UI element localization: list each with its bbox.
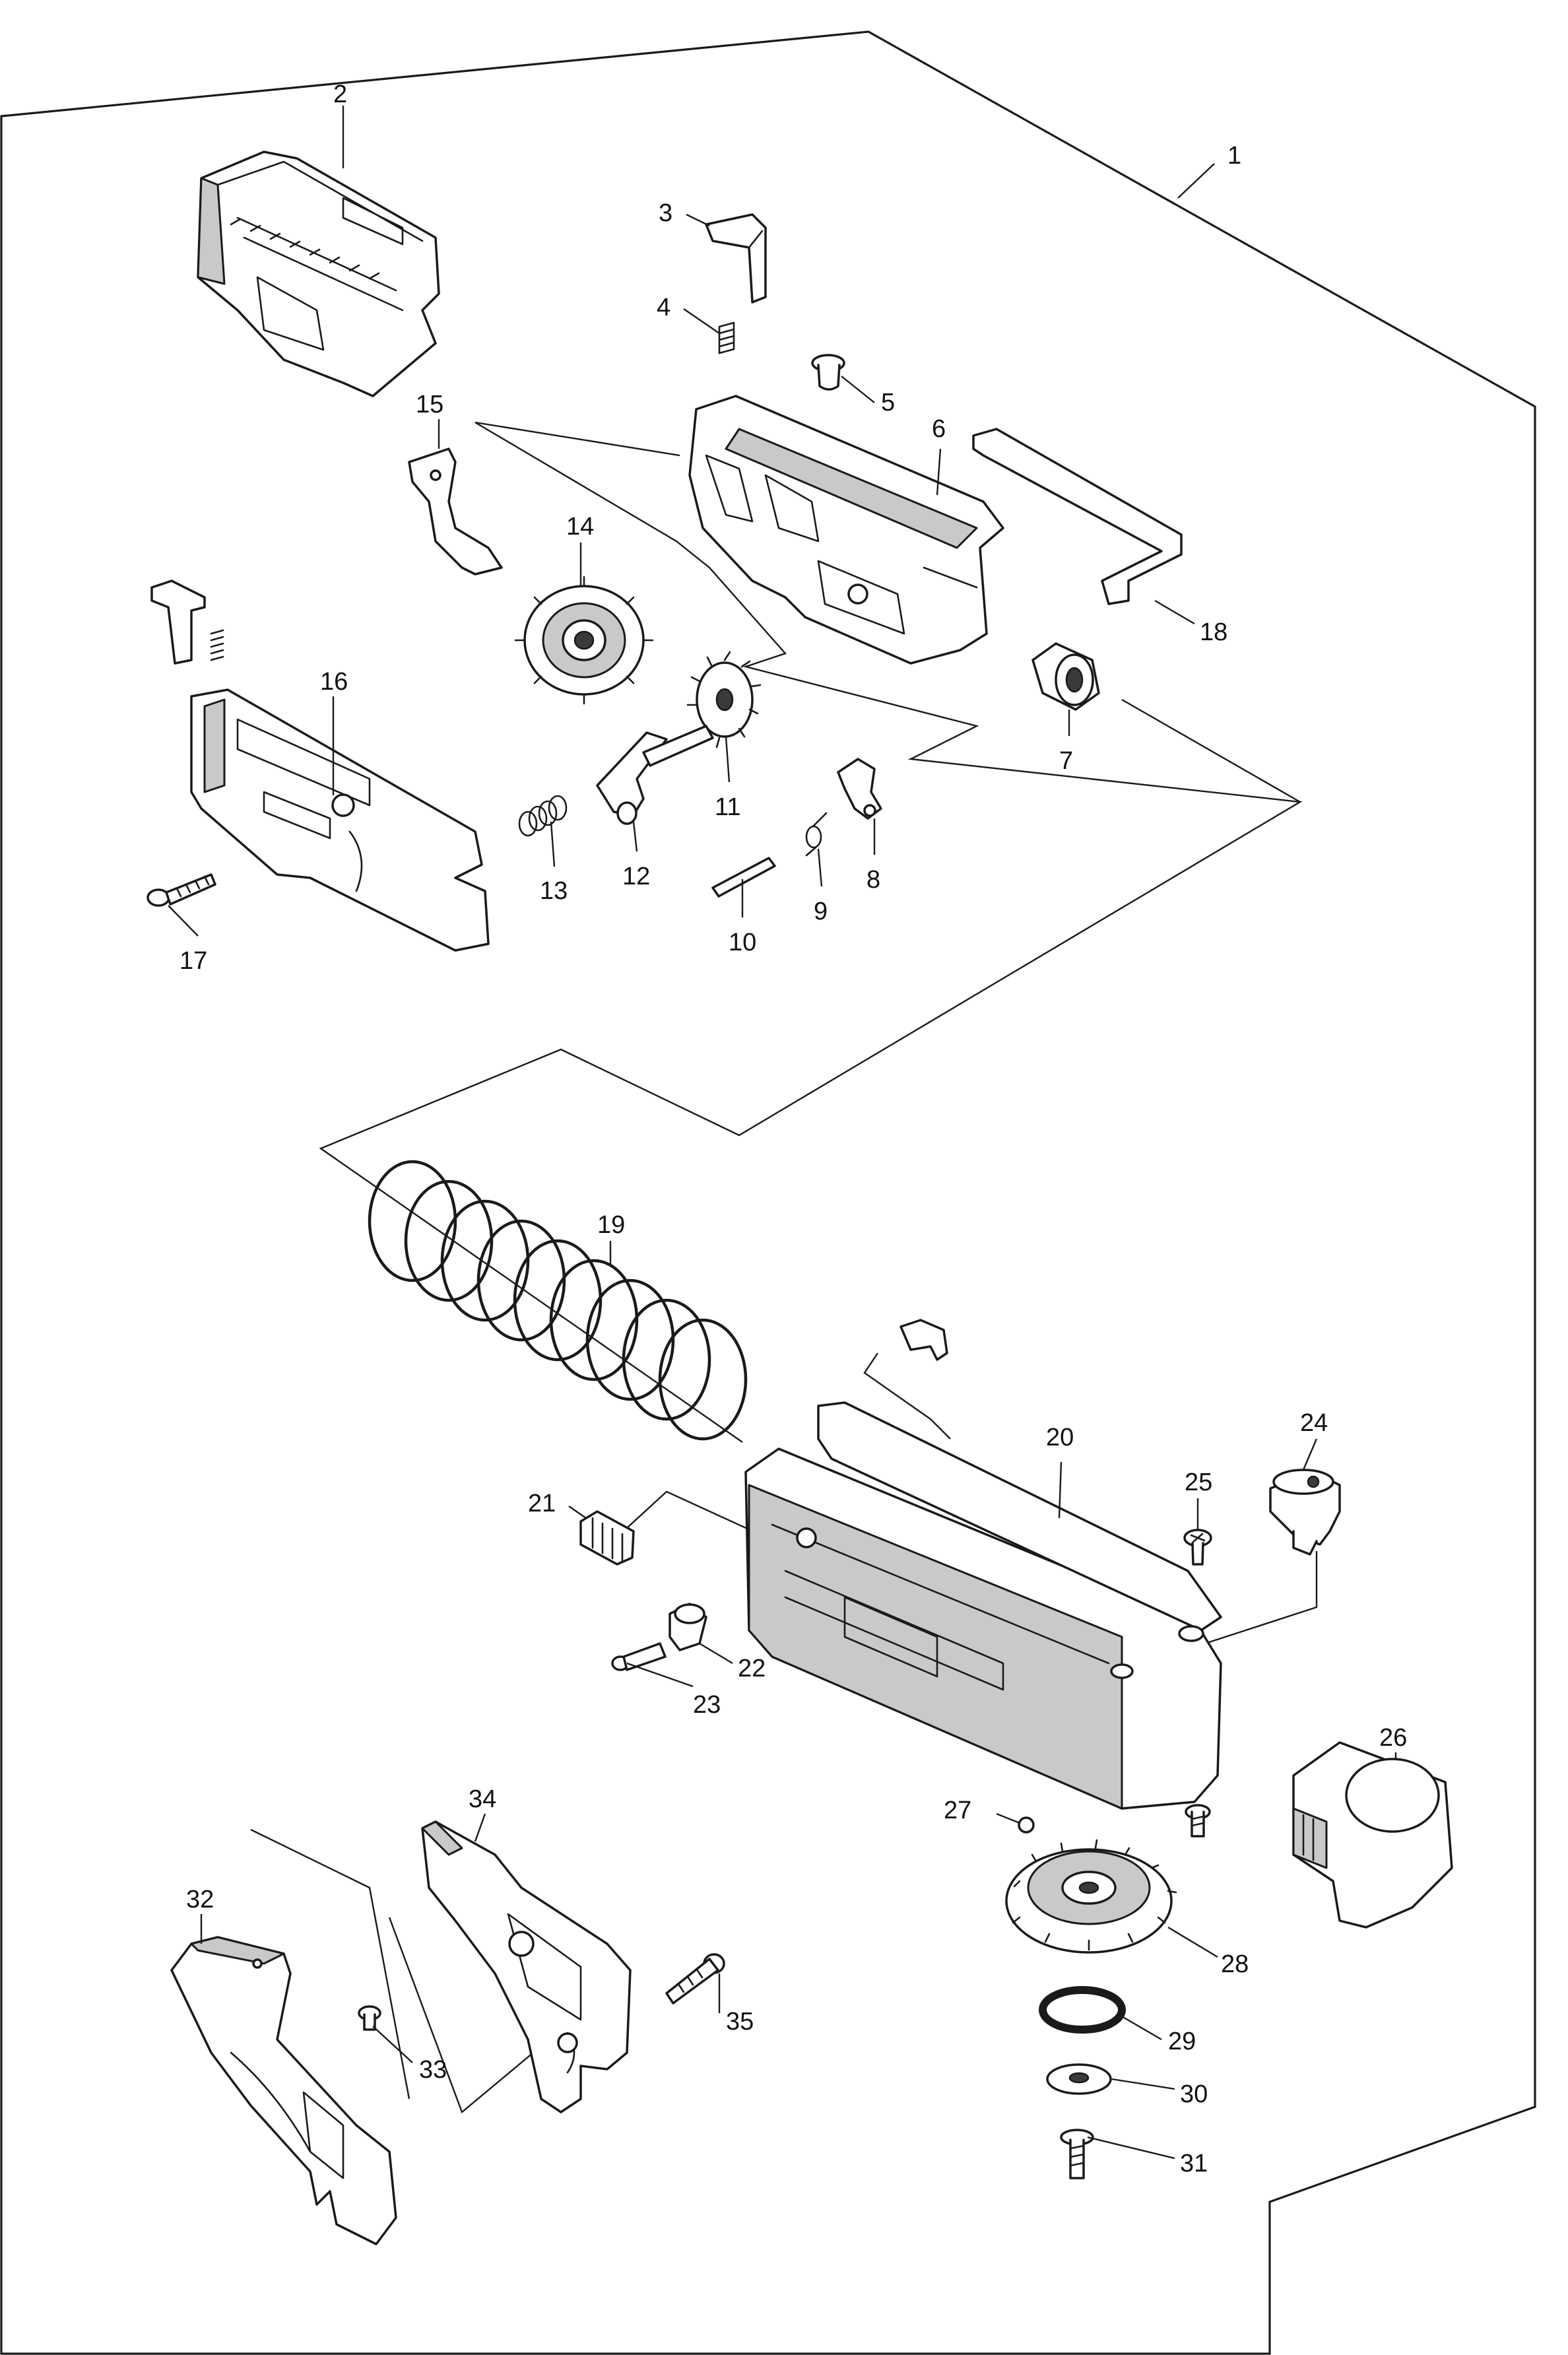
housing-part bbox=[688, 395, 1004, 665]
part-number-label: 13 bbox=[540, 877, 568, 905]
leader-lines bbox=[168, 106, 1397, 2160]
collar-part bbox=[669, 1603, 707, 1651]
rubber-cap-part bbox=[811, 354, 845, 391]
case-clip-part bbox=[899, 1319, 948, 1361]
side-screw-part bbox=[147, 873, 216, 907]
upper-cover-part bbox=[197, 150, 440, 397]
part-number-label: 4 bbox=[657, 294, 670, 321]
upper-group-outline bbox=[319, 421, 1303, 1443]
part-number-label: 2 bbox=[333, 81, 347, 108]
case-part bbox=[744, 1401, 1222, 1810]
part-number-label: 15 bbox=[416, 391, 443, 418]
pin-part bbox=[711, 857, 776, 898]
feed-wheel-part bbox=[514, 576, 654, 705]
part-number-label: 12 bbox=[622, 863, 650, 890]
part-number-label: 9 bbox=[814, 898, 828, 925]
part-number-label: 7 bbox=[1059, 747, 1073, 775]
sprocket-gear-part bbox=[686, 651, 762, 748]
part-number-label: 25 bbox=[1185, 1469, 1212, 1496]
part-number-label: 23 bbox=[693, 1691, 721, 1719]
part-number-label: 8 bbox=[866, 866, 880, 894]
part-number-labels: 1 2 3 4 5 6 7 8 9 10 11 12 13 14 15 16 1… bbox=[180, 81, 1407, 2177]
guide-screw-part bbox=[358, 2005, 381, 2031]
small-spring-part bbox=[718, 321, 735, 354]
side-plate-part bbox=[190, 688, 490, 952]
part-number-label: 33 bbox=[419, 2056, 447, 2084]
part-number-label: 31 bbox=[1180, 2150, 1208, 2177]
latch-part bbox=[705, 213, 767, 304]
part-number-label: 5 bbox=[881, 389, 895, 416]
leaf-spring-part bbox=[408, 448, 503, 576]
washer-part bbox=[1046, 2063, 1112, 2095]
part-number-label: 18 bbox=[1200, 618, 1227, 646]
assembly-frame bbox=[0, 30, 1536, 2355]
part-number-label: 3 bbox=[659, 199, 672, 227]
spring-to-case-outline bbox=[863, 1352, 951, 1440]
depth-dial-part bbox=[1005, 1839, 1177, 1954]
part-number-label: 1 bbox=[1227, 142, 1241, 170]
part-number-label: 16 bbox=[320, 668, 348, 696]
shaft-lever-part bbox=[596, 725, 714, 825]
case-screw-part bbox=[1183, 1529, 1212, 1566]
o-ring-part bbox=[1039, 1986, 1126, 2034]
main-coil-spring-part bbox=[368, 1160, 748, 1441]
guide-cover-part bbox=[421, 1820, 632, 2113]
part-number-label: 17 bbox=[180, 947, 207, 975]
guide-body-part bbox=[170, 1936, 397, 2245]
dial-screw-part bbox=[1060, 2129, 1094, 2179]
spare-clip-part bbox=[150, 580, 224, 665]
part-number-label: 29 bbox=[1168, 2028, 1196, 2055]
roller-part bbox=[1031, 642, 1100, 711]
part-number-label: 34 bbox=[469, 1785, 496, 1813]
part-number-label: 30 bbox=[1180, 2080, 1208, 2108]
guide-bar-part bbox=[972, 428, 1183, 605]
part-number-label: 19 bbox=[597, 1211, 625, 1239]
set-screw-part bbox=[611, 1642, 667, 1671]
grip-pad-part bbox=[579, 1510, 635, 1566]
part-number-label: 35 bbox=[726, 2008, 754, 2036]
part-number-label: 14 bbox=[566, 513, 594, 541]
cover-screw-part bbox=[665, 1953, 725, 2005]
torsion-spring-part bbox=[805, 812, 828, 857]
part-number-label: 27 bbox=[944, 1797, 971, 1824]
ball-part bbox=[1018, 1816, 1035, 1834]
part-number-label: 6 bbox=[932, 415, 946, 443]
part-number-label: 32 bbox=[186, 1886, 214, 1913]
part-number-label: 22 bbox=[738, 1655, 766, 1682]
part-number-label: 28 bbox=[1221, 1950, 1249, 1978]
lower-case-screw-part bbox=[1185, 1804, 1211, 1838]
part-number-label: 21 bbox=[528, 1490, 556, 1517]
part-number-label: 20 bbox=[1046, 1424, 1074, 1451]
part-number-label: 24 bbox=[1300, 1409, 1328, 1437]
part-number-label: 26 bbox=[1379, 1724, 1407, 1752]
small-compression-spring-part bbox=[518, 795, 568, 837]
part-number-label: 11 bbox=[715, 793, 740, 821]
knob-part bbox=[1269, 1469, 1341, 1556]
part-number-label: 10 bbox=[729, 929, 756, 956]
nose-block-part bbox=[1292, 1741, 1453, 1929]
pawl-part bbox=[837, 758, 882, 820]
